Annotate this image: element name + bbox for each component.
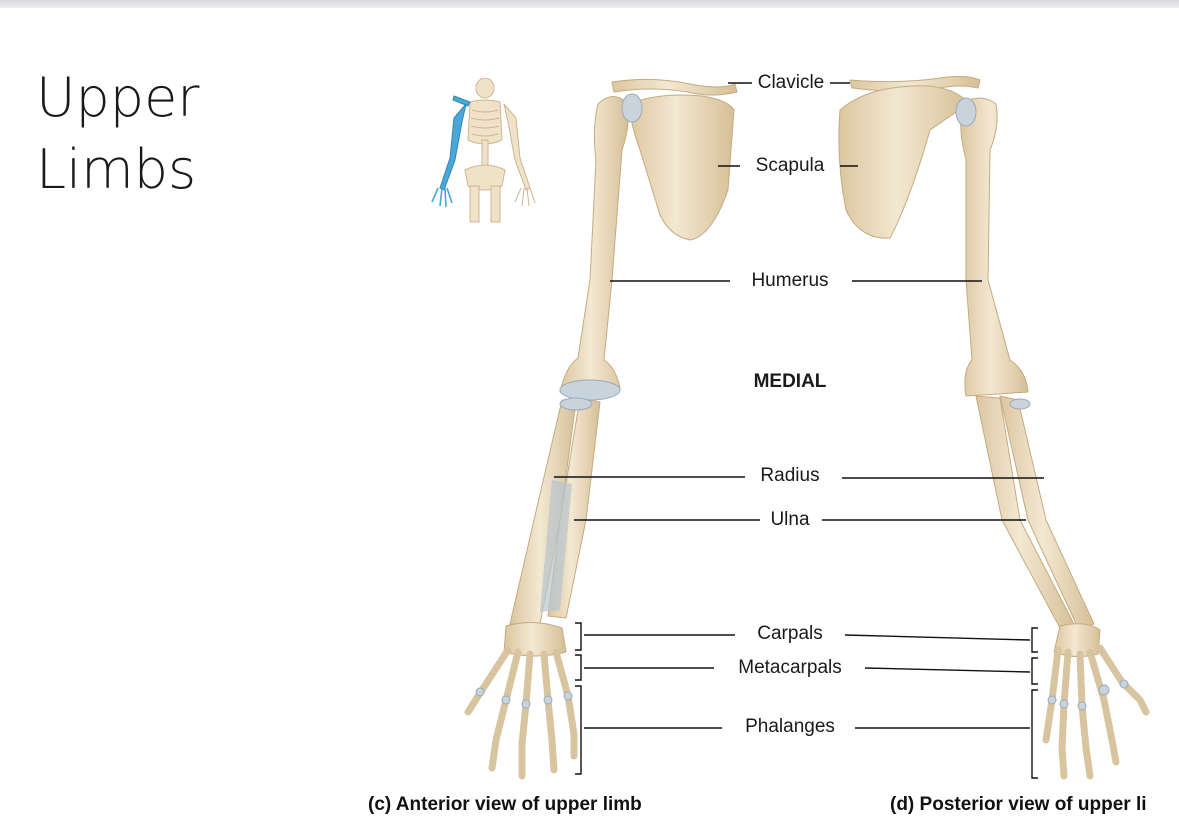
title-line-1: Upper — [36, 66, 200, 129]
leader-lines — [554, 82, 1044, 729]
brackets — [575, 622, 1038, 779]
label-radius: Radius — [757, 465, 823, 487]
label-scapula: Scapula — [752, 155, 828, 177]
label-medial: MEDIAL — [753, 371, 827, 392]
window-top-bar — [0, 0, 1179, 8]
label-clavicle: Clavicle — [754, 72, 828, 94]
caption-posterior-view: (d) Posterior view of upper li — [890, 794, 1147, 815]
posterior-carpals — [1053, 623, 1101, 658]
title-line-2: Limbs — [36, 138, 197, 201]
anterior-clavicle — [611, 78, 738, 96]
posterior-humerus — [960, 97, 1029, 397]
label-ulna: Ulna — [767, 509, 813, 531]
slide-title: Upper Limbs — [36, 62, 200, 206]
label-carpals: Carpals — [754, 623, 826, 645]
anterior-limb — [464, 78, 738, 780]
posterior-limb — [838, 75, 1150, 780]
skeleton-thumbnail — [431, 78, 536, 223]
caption-anterior-view: (c) Anterior view of upper limb — [368, 794, 642, 815]
anterior-scapula — [627, 94, 735, 241]
label-humerus: Humerus — [748, 270, 832, 292]
posterior-scapula — [838, 85, 969, 239]
label-metacarpals: Metacarpals — [735, 657, 845, 679]
anterior-humerus — [559, 96, 629, 393]
label-phalanges: Phalanges — [742, 716, 838, 738]
